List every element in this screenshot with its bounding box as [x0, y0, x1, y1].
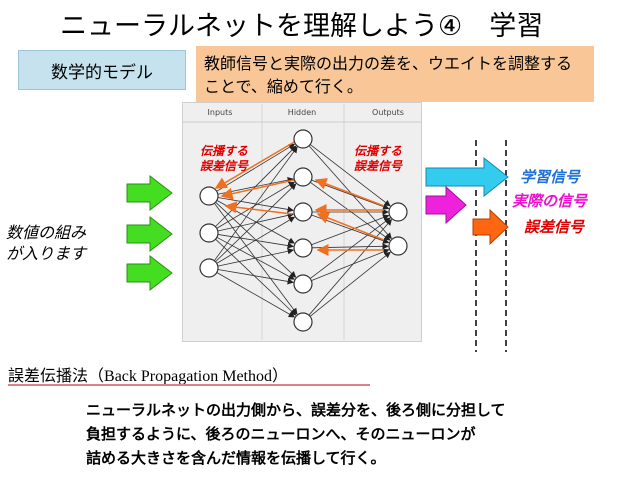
weight-adjust-arrow — [224, 201, 293, 215]
propagate-error-label-2: 伝播する 誤差信号 — [354, 144, 402, 174]
connection-edge — [311, 243, 389, 250]
connection-edge — [216, 216, 296, 264]
input-arrows — [126, 174, 173, 292]
weight-adjust-arrow — [316, 212, 385, 241]
weight-adjust-arrow — [214, 140, 297, 189]
actual-signal-label: 実際の信号 — [512, 192, 588, 210]
input-note-line-2: が入ります — [6, 244, 87, 263]
input-arrow-2 — [126, 215, 173, 253]
connection-edge — [309, 251, 391, 317]
error-signal-label: 誤差信号 — [524, 218, 585, 236]
neuron-nodes — [199, 129, 408, 332]
propagate-label-line: 誤差信号 — [200, 159, 249, 173]
weight-adjust-arrow — [314, 178, 385, 207]
connection-edge — [308, 218, 392, 316]
method-title-jp: 誤差伝播法 — [8, 366, 89, 385]
input-arrow-3 — [126, 254, 173, 292]
connection-edge — [217, 269, 294, 285]
page-title: ニューラルネットを理解しよう④ 学習 — [60, 11, 544, 42]
input-note: 数値の組み が入ります — [6, 222, 86, 264]
weight-adjust-arrows — [214, 140, 385, 256]
note-line-1: 教師信号と実際の出力の差を、ウエイトを調整する — [204, 54, 573, 73]
propagate-label-line: 伝播する — [354, 144, 403, 158]
method-description: ニューラルネットの出力側から、誤差分を、後ろ側に分担して 負担するように、後ろの… — [86, 398, 506, 470]
neuron-node — [293, 129, 313, 149]
method-body-line-2: 負担するように、後ろのニューロンへ、そのニューロンが — [86, 425, 476, 443]
connection-edge — [311, 248, 390, 282]
connection-edge — [216, 143, 296, 192]
connection-edge — [309, 144, 391, 207]
neuron-node — [199, 223, 219, 243]
neuron-node — [293, 202, 313, 222]
neuron-node — [199, 258, 219, 278]
connection-edge — [215, 183, 297, 263]
neuron-node — [388, 236, 408, 256]
model-label: 数学的モデル — [51, 62, 153, 83]
connection-edge — [213, 146, 298, 261]
error-signal-arrow — [472, 208, 509, 246]
weight-adjust-arrow — [220, 179, 295, 200]
note-box: 教師信号と実際の出力の差を、ウエイトを調整する ことで、縮めて行く。 — [196, 46, 594, 102]
method-title-underline — [8, 384, 370, 386]
propagate-label-line: 誤差信号 — [354, 159, 403, 173]
connection-edge — [311, 179, 390, 210]
column-header-inputs: Inputs — [207, 108, 233, 117]
propagate-error-label-1: 伝播する 誤差信号 — [200, 144, 248, 174]
model-label-box: 数学的モデル — [18, 50, 186, 90]
column-header-hidden: Hidden — [287, 108, 317, 117]
neuron-node — [293, 274, 313, 294]
note-line-2: ことで、縮めて行く。 — [204, 77, 363, 96]
connection-edge — [216, 181, 296, 229]
column-header-outputs: Outputs — [372, 108, 404, 117]
method-body-line-3: 詰める大きさを含んだ情報を伝播して行く。 — [86, 449, 386, 467]
neuron-node — [388, 202, 408, 222]
actual-signal-arrow — [425, 185, 467, 225]
connection-edge — [311, 214, 390, 244]
connection-edge — [216, 272, 296, 318]
propagate-label-line: 伝播する — [200, 144, 249, 158]
teacher-signal-arrow — [425, 156, 509, 198]
neuron-node — [199, 186, 219, 206]
neuron-node — [293, 312, 313, 332]
method-body-line-1: ニューラルネットの出力側から、誤差分を、後ろ側に分担して — [86, 401, 506, 419]
connection-edge — [309, 217, 391, 279]
connection-edge — [310, 181, 391, 241]
input-note-line-1: 数値の組み — [6, 223, 87, 242]
teacher-signal-label: 学習信号 — [520, 168, 581, 186]
connection-edge — [311, 214, 390, 246]
input-arrow-1 — [126, 174, 173, 212]
connection-edge — [217, 248, 295, 267]
connection-edge — [308, 145, 392, 240]
method-title: 誤差伝播法（Back Propagation Method） — [8, 362, 288, 386]
neuron-node — [293, 167, 313, 187]
connection-edge — [215, 201, 297, 278]
method-title-en: （Back Propagation Method） — [88, 368, 288, 385]
neuron-node — [293, 238, 313, 258]
connection-edge — [215, 238, 297, 316]
